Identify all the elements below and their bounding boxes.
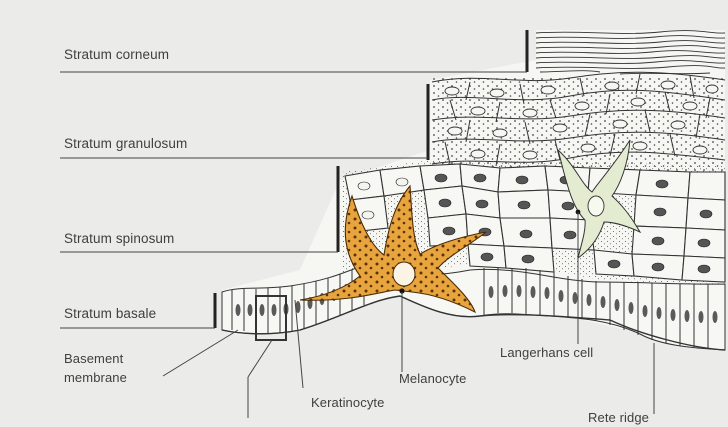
label-rete-ridge: Rete ridge [588,410,649,425]
granulosum-layer [432,72,725,171]
label-basement-line2: membrane [64,370,127,385]
label-stratum-basale: Stratum basale [64,306,156,321]
label-keratinocyte: Keratinocyte [311,395,384,410]
label-stratum-corneum: Stratum corneum [64,47,169,62]
label-stratum-spinosum: Stratum spinosum [64,231,174,246]
label-melanocyte: Melanocyte [399,371,466,386]
label-langerhans-cell: Langerhans cell [500,345,593,360]
label-stratum-granulosum: Stratum granulosum [64,136,187,151]
label-basement-line1: Basement [64,351,123,366]
